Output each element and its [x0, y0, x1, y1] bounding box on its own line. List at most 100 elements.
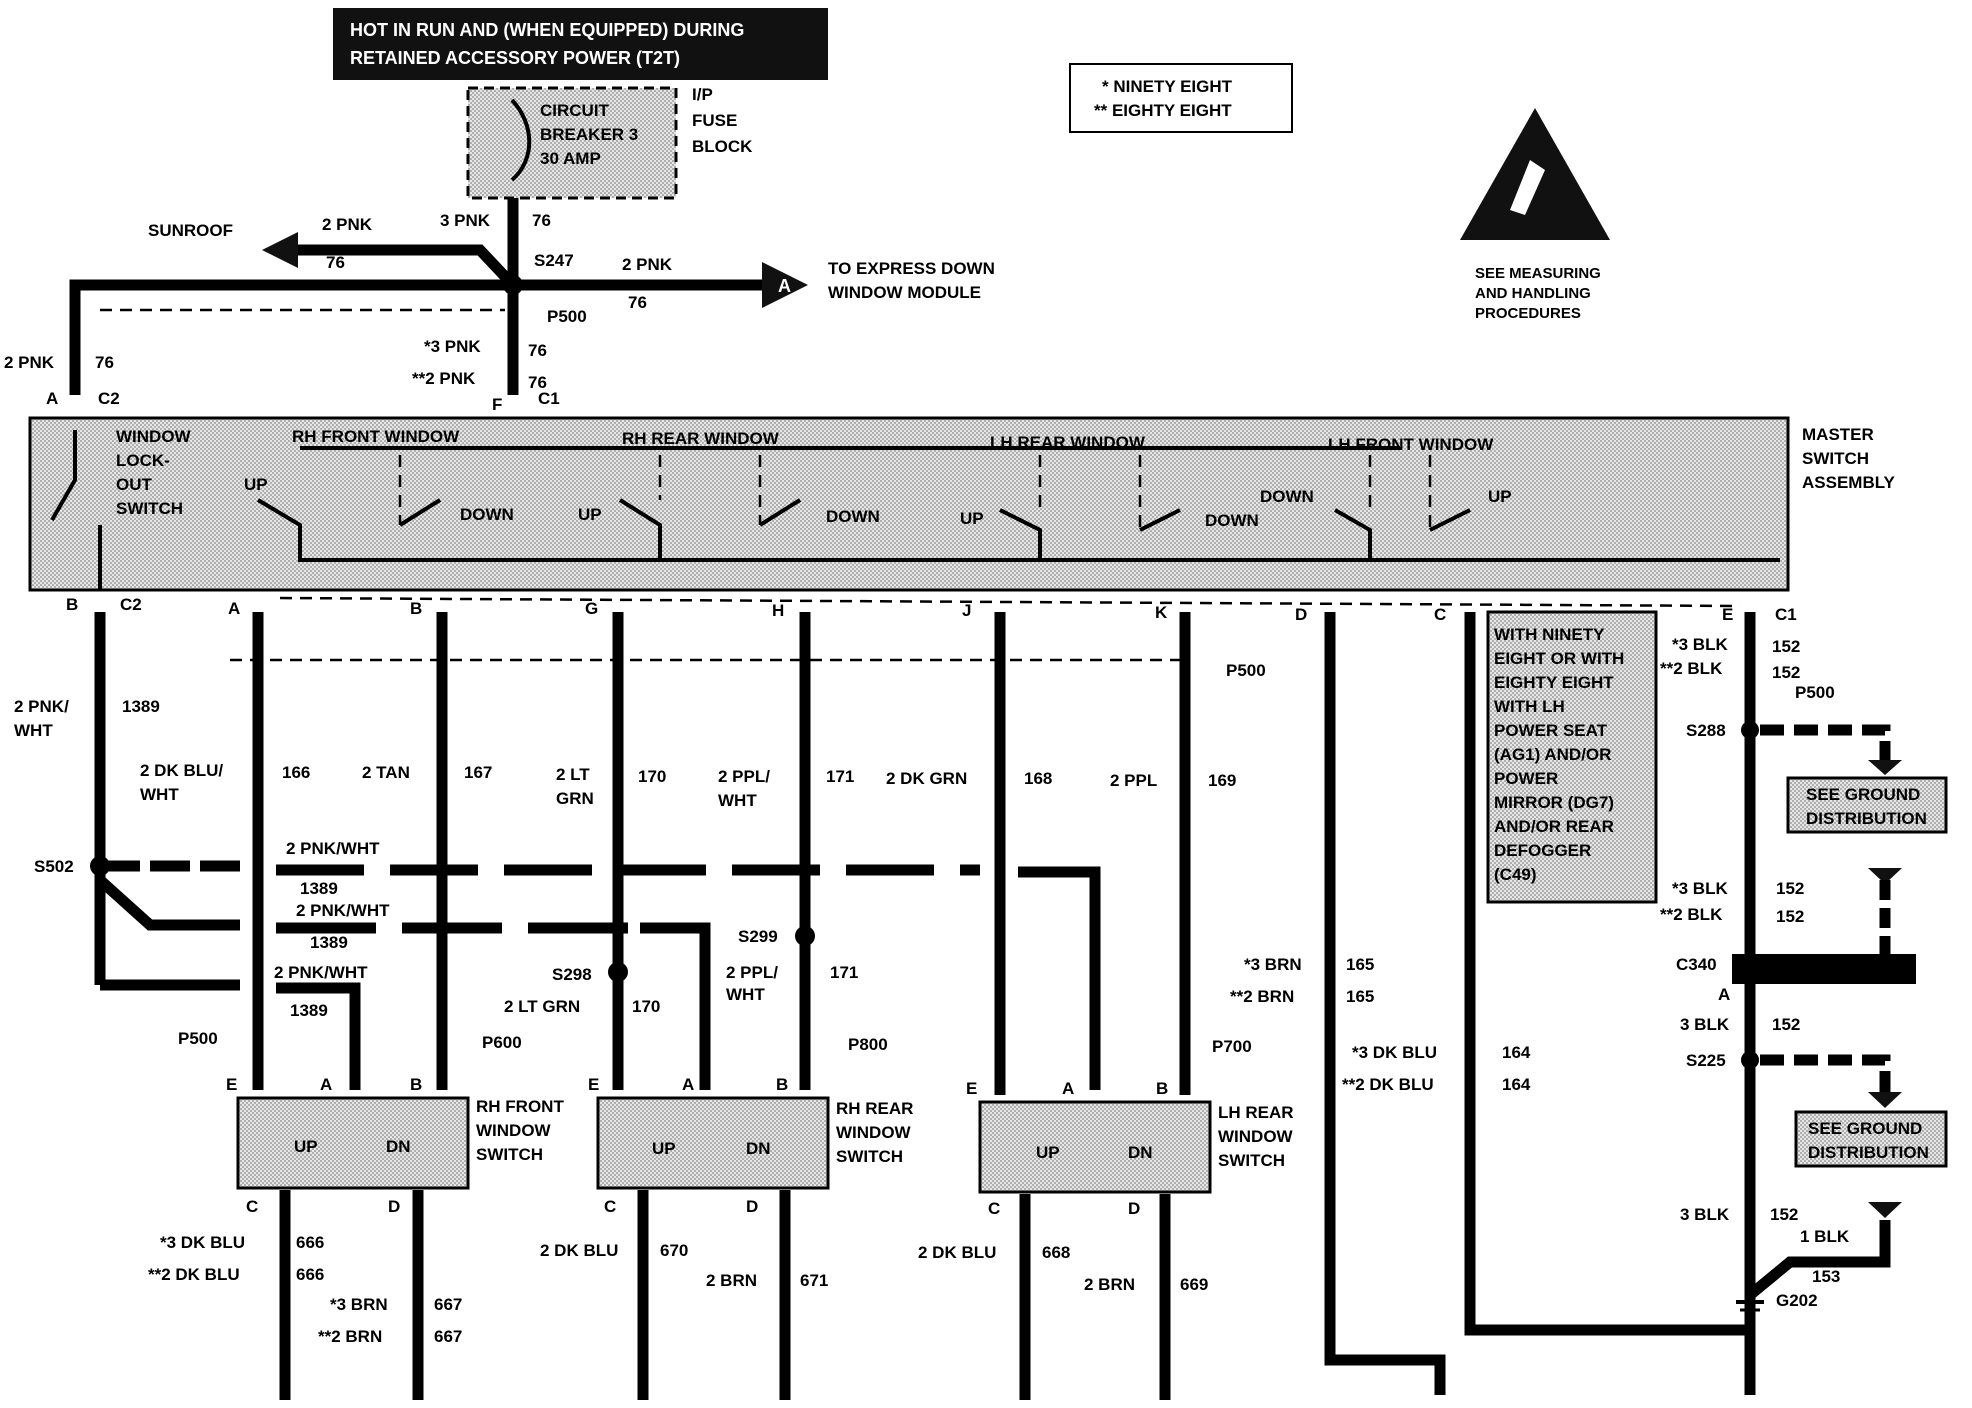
- breaker-line-3: 30 AMP: [540, 149, 601, 168]
- rhr-out-wire-2: 2 BRN: [706, 1271, 757, 1290]
- c1-circuit-a: 76: [528, 341, 547, 360]
- rhr-pin-b: B: [776, 1075, 788, 1094]
- top-feed-wiring: A SUNROOF 2 PNK 76 3 PNK 76 S247 2 PNK 7…: [4, 198, 995, 414]
- express-line-2: WINDOW MODULE: [828, 283, 981, 302]
- circuit-168: 168: [1024, 769, 1052, 788]
- blk-circuit-6: 152: [1770, 1205, 1798, 1224]
- connector-c340-label: C340: [1676, 955, 1717, 974]
- pin-a-top: A: [46, 389, 58, 408]
- circuit-170: 170: [638, 767, 666, 786]
- wire-170-a: 2 LT: [556, 765, 590, 784]
- splice-s225-dot: [1741, 1051, 1759, 1069]
- rhf-switch-line-2: WINDOW: [476, 1121, 552, 1140]
- p600-label: P600: [482, 1033, 522, 1052]
- blk-circuit-2: 152: [1772, 663, 1800, 682]
- ground-2-line-2: DISTRIBUTION: [1808, 1143, 1929, 1162]
- lockout-line-2: LOCK-: [116, 451, 170, 470]
- blk-wire-1: *3 BLK: [1672, 635, 1728, 654]
- blk-circuit-1: 152: [1772, 637, 1800, 656]
- rhr-out-wire-1: 2 DK BLU: [540, 1241, 618, 1260]
- legend-line-2: ** EIGHTY EIGHT: [1094, 101, 1232, 120]
- rhf-pin-d: D: [388, 1197, 400, 1216]
- wire-171-a: 2 PPL/: [718, 767, 770, 786]
- rhf-up-label: UP: [244, 475, 268, 494]
- pin-c-bottom: C: [1434, 605, 1446, 624]
- rhr-out-circuit-2: 671: [800, 1271, 828, 1290]
- rhf-out-circuit-3: 667: [434, 1295, 462, 1314]
- lhr-out-wire-1: 2 DK BLU: [918, 1243, 996, 1262]
- splice-s502-label: S502: [34, 857, 74, 876]
- output-wires: *3 DK BLU 666 **2 DK BLU 666 *3 BRN 667 …: [148, 1190, 1902, 1400]
- pnk-wht-3-circuit: 1389: [290, 1001, 328, 1020]
- rhf-up: UP: [294, 1137, 318, 1156]
- connector-c340-body: [1732, 954, 1916, 984]
- rhf-switch-line-3: SWITCH: [476, 1145, 543, 1164]
- lhf-up-label: UP: [1488, 487, 1512, 506]
- circuit-167: 167: [464, 763, 492, 782]
- lockout-line-4: SWITCH: [116, 499, 183, 518]
- rhr-dn: DN: [746, 1139, 771, 1158]
- lhr-pin-d: D: [1128, 1199, 1140, 1218]
- pin-j-bottom: J: [962, 601, 971, 620]
- equip-note-3: EIGHTY EIGHT: [1494, 673, 1614, 692]
- ppl-wire-a: 2 PPL/: [726, 963, 778, 982]
- blk-circuit-3: 152: [1776, 879, 1804, 898]
- esd-note-line-1: SEE MEASURING: [1475, 265, 1601, 282]
- lhr-switch-line-1: LH REAR: [1218, 1103, 1294, 1122]
- legend-line-1: * NINETY EIGHT: [1102, 77, 1233, 96]
- lhr-up: UP: [1036, 1143, 1060, 1162]
- p500-right-label: P500: [1226, 661, 1266, 680]
- p800-label: P800: [848, 1035, 888, 1054]
- equipment-note: WITH NINETY EIGHT OR WITH EIGHTY EIGHT W…: [1486, 610, 1658, 904]
- lockout-line-1: WINDOW: [116, 427, 192, 446]
- pin-d-bottom: D: [1295, 605, 1307, 624]
- rhr-up-label: UP: [578, 505, 602, 524]
- wire-170-b: GRN: [556, 789, 594, 808]
- wire-1389-a: 2 PNK/: [14, 697, 69, 716]
- pnk-wht-1-circuit: 1389: [300, 879, 338, 898]
- lhr-pin-c: C: [988, 1199, 1000, 1218]
- rhf-out-circuit-1: 666: [296, 1233, 324, 1252]
- lockout-line-3: OUT: [116, 475, 153, 494]
- rh-front-window-label: RH FRONT WINDOW: [292, 427, 460, 446]
- blk-wire-5: 3 BLK: [1680, 1015, 1730, 1034]
- header-line-1: HOT IN RUN AND (WHEN EQUIPPED) DURING: [350, 20, 744, 40]
- blk-wire-2: **2 BLK: [1660, 659, 1723, 678]
- ppl-circuit: 171: [830, 963, 858, 982]
- rhf-out-circuit-2: 666: [296, 1265, 324, 1284]
- dkblu-circuit-1: 164: [1502, 1043, 1531, 1062]
- rhf-pin-e: E: [226, 1075, 237, 1094]
- master-bottom-pins: B C2 A B G H J K D C E C1: [66, 595, 1797, 624]
- rhr-down-label: DOWN: [826, 507, 880, 526]
- blk-circuit-5: 152: [1772, 1015, 1800, 1034]
- rhr-switch-line-3: SWITCH: [836, 1147, 903, 1166]
- fuse-block: CIRCUIT BREAKER 3 30 AMP I/P FUSE BLOCK: [466, 85, 753, 200]
- brn-wire-2: **2 BRN: [1230, 987, 1294, 1006]
- pin-a-bottom: A: [228, 599, 240, 618]
- brn-wire-1: *3 BRN: [1244, 955, 1302, 974]
- ground-arrow-1-icon: [1868, 760, 1902, 775]
- lhr-down-label: DOWN: [1205, 511, 1259, 530]
- lt-grn-wire: 2 LT GRN: [504, 997, 580, 1016]
- rhf-out-wire-3: *3 BRN: [330, 1295, 388, 1314]
- breaker-symbol: [510, 98, 532, 182]
- circuit-171: 171: [826, 767, 854, 786]
- rhf-pin-b: B: [410, 1075, 422, 1094]
- fuse-block-line-1: I/P: [692, 85, 713, 104]
- vertical-wires: [94, 596, 1756, 1395]
- wire-166-b: WHT: [140, 785, 179, 804]
- blk-circuit-7: 153: [1812, 1267, 1840, 1286]
- equip-note-10: DEFOGGER: [1494, 841, 1591, 860]
- ground-arrow-3-icon: [1868, 1202, 1902, 1218]
- c1-wire-a: *3 PNK: [424, 337, 481, 356]
- legend-box: * NINETY EIGHT ** EIGHTY EIGHT: [1069, 63, 1293, 133]
- rhf-out-wire-1: *3 DK BLU: [160, 1233, 245, 1252]
- splice-s225-label: S225: [1686, 1051, 1726, 1070]
- splice-s247-dot: [503, 275, 523, 295]
- pnk-wht-3: 2 PNK/WHT: [274, 963, 368, 982]
- circuit-169: 169: [1208, 771, 1236, 790]
- wire-169: 2 PPL: [1110, 771, 1157, 790]
- dkblu-circuit-2: 164: [1502, 1075, 1531, 1094]
- sunroof-arrow-icon: [262, 232, 298, 268]
